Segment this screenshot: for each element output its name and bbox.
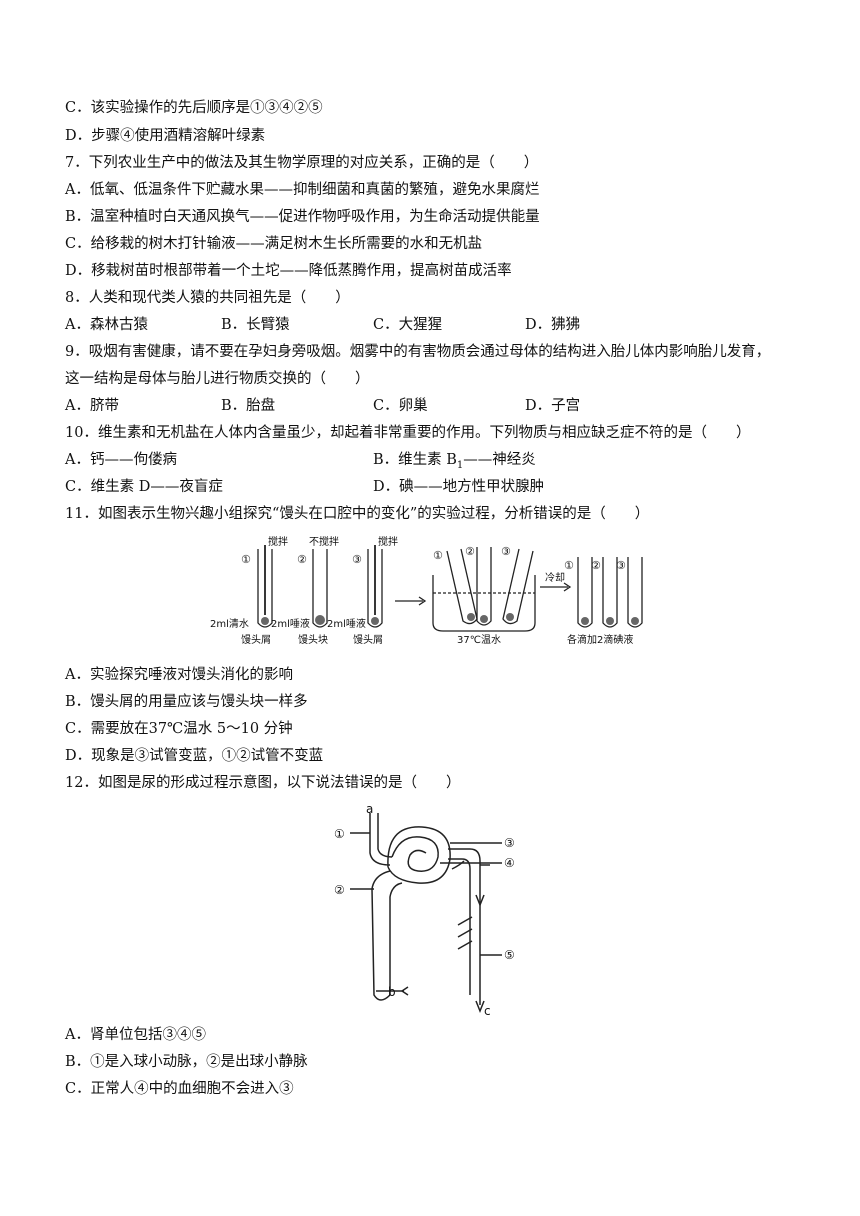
- label-no-stir: 不搅拌: [309, 535, 339, 548]
- svg-text:②: ②: [297, 553, 307, 566]
- label-crumb-1: 馒头屑: [241, 634, 271, 646]
- q10-option-d: D．碘——地方性甲状腺肿: [373, 479, 545, 495]
- bath-tube-2: [476, 547, 492, 626]
- q6-option-c: C．该实验操作的先后顺序是①③④②⑤: [65, 100, 323, 116]
- q9-option-c: C．卵巢: [373, 398, 428, 414]
- tube-3: [367, 549, 383, 628]
- q11-option-b: B．馒头屑的用量应该与馒头块一样多: [65, 694, 308, 710]
- renal-tubule: [448, 848, 481, 1005]
- label-c: c: [484, 1004, 491, 1015]
- q12-stem: 12．如图是尿的形成过程示意图，以下说法错误的是（ ）: [65, 775, 461, 791]
- q12-nephron-figure: a ① ② ③ ④ ⑤ b c: [334, 805, 515, 1015]
- q11-experiment-figure: 搅拌 不搅拌 搅拌 ① ② ③ 2ml清水 2ml唾液 2ml唾液 馒头屑 馒头…: [210, 535, 643, 646]
- label-1: ①: [334, 827, 345, 841]
- q8-option-a: A．森林古猿: [65, 317, 148, 333]
- svg-text:③: ③: [352, 553, 362, 566]
- q10-option-a: A．钙——佝偻病: [65, 452, 177, 468]
- label-iodine: 各滴加2滴碘液: [567, 633, 633, 646]
- q10-option-c: C．维生素 D——夜盲症: [65, 479, 223, 495]
- q7-option-b: B．温室种植时白天通风换气——促进作物呼吸作用，为生命活动提供能量: [65, 209, 540, 225]
- q8-option-c: C．大猩猩: [373, 317, 443, 333]
- svg-text:①: ①: [564, 559, 574, 572]
- q12-option-b: B．①是入球小动脉，②是出球小静脉: [65, 1054, 308, 1070]
- bowman-capsule: [387, 826, 451, 884]
- label-5: ⑤: [504, 948, 515, 962]
- q7-stem: 7．下列农业生产中的做法及其生物学原理的对应关系，正确的是（ ）: [65, 155, 539, 171]
- q9-option-a: A．脐带: [65, 398, 119, 414]
- label-crumb-3: 馒头屑: [353, 634, 383, 646]
- label-warm-bath: 37℃温水: [457, 634, 501, 646]
- q11-option-d: D．现象是③试管变蓝，①②试管不变蓝: [65, 748, 324, 764]
- q12-option-c: C．正常人④中的血细胞不会进入③: [65, 1081, 294, 1097]
- q10-option-b-prefix: B．维生素 B: [373, 452, 457, 468]
- tube-1: [257, 549, 273, 628]
- q8-option-d: D．狒狒: [525, 317, 581, 333]
- label-3: ③: [504, 836, 515, 850]
- svg-text:②: ②: [465, 545, 475, 558]
- label-block: 馒头块: [298, 634, 328, 646]
- bath-tube-3: [502, 548, 534, 625]
- q6-option-d: D．步骤④使用酒精溶解叶绿素: [65, 128, 266, 144]
- label-a: a: [366, 805, 373, 816]
- q10-stem: 10．维生素和无机盐在人体内含量虽少，却起着非常重要的作用。下列物质与相应缺乏症…: [65, 425, 751, 441]
- q9-stem: 9．吸烟有害健康，请不要在孕妇身旁吸烟。烟雾中的有害物质会通过母体的结构进入胎儿…: [65, 344, 771, 360]
- final-tube-3: [627, 557, 643, 628]
- label-2: ②: [334, 883, 345, 897]
- label-stir-1: 搅拌: [268, 535, 288, 548]
- label-cool: 冷却: [545, 571, 565, 584]
- svg-text:①: ①: [241, 553, 251, 566]
- beaker: [432, 575, 536, 632]
- tube-2: [312, 549, 328, 628]
- q9-option-d: D．子宫: [525, 398, 581, 414]
- q11-option-a: A．实验探究唾液对馒头消化的影响: [65, 667, 293, 683]
- final-tube-1: [577, 557, 593, 628]
- q10-option-b-subscript: 1: [456, 459, 464, 471]
- final-tube-2: [602, 557, 618, 628]
- q10-option-b-suffix: ——神经炎: [463, 452, 536, 468]
- label-saliva-3: 2ml唾液: [327, 617, 366, 630]
- glomerulus: [391, 836, 439, 872]
- q9-stem-cont: 这一结构是母体与胎儿进行物质交换的（ ）: [65, 371, 370, 387]
- q8-stem: 8．人类和现代类人猿的共同祖先是（ ）: [65, 290, 350, 306]
- label-b: b: [388, 985, 396, 999]
- bath-tube-1: [446, 548, 478, 625]
- label-4: ④: [504, 856, 515, 870]
- label-stir-3: 搅拌: [378, 535, 398, 548]
- svg-text:②: ②: [591, 559, 601, 572]
- svg-text:③: ③: [616, 559, 626, 572]
- q7-option-c: C．给移栽的树木打针输液——满足树木生长所需要的水和无机盐: [65, 236, 483, 252]
- q8-option-b: B．长臂猿: [221, 317, 290, 333]
- q11-option-c: C．需要放在37℃温水 5～10 分钟: [65, 721, 293, 737]
- q11-stem: 11．如图表示生物兴趣小组探究“馒头在口腔中的变化”的实验过程，分析错误的是（ …: [65, 506, 650, 522]
- efferent-vessel: [371, 870, 403, 1001]
- label-saliva-2: 2ml唾液: [271, 617, 310, 630]
- label-water: 2ml清水: [210, 617, 249, 630]
- svg-text:③: ③: [501, 545, 511, 558]
- q7-option-a: A．低氧、低温条件下贮藏水果——抑制细菌和真菌的繁殖，避免水果腐烂: [65, 182, 540, 198]
- svg-text:①: ①: [433, 549, 443, 562]
- q9-option-b: B．胎盘: [221, 398, 276, 414]
- q7-option-d: D．移栽树苗时根部带着一个土坨——降低蒸腾作用，提高树苗成活率: [65, 263, 512, 279]
- q12-option-a: A．肾单位包括③④⑤: [65, 1027, 206, 1043]
- afferent-vessel: [369, 813, 391, 866]
- q10-option-b: B．维生素 B1——神经炎: [373, 450, 536, 476]
